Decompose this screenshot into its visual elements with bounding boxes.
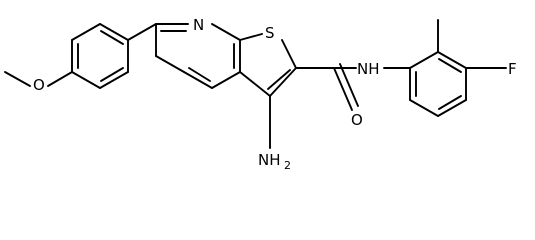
- atom-amino: NH: [258, 151, 281, 169]
- bond-th3-inner: [267, 69, 291, 90]
- atom-labels: O N S NH O F NH 2: [33, 16, 517, 172]
- bond-o-aryl: [47, 71, 73, 87]
- bond-ar3: [99, 23, 129, 41]
- bond-ar6: [71, 71, 101, 89]
- bond-py4: [211, 71, 241, 89]
- bond-py5: [183, 71, 213, 89]
- bond-amide-co1: [333, 67, 353, 111]
- bond-py2: [211, 23, 241, 41]
- bond-ar5: [99, 71, 129, 89]
- bond-lines: [4, 19, 507, 149]
- bond-fr4-inner: [438, 95, 462, 110]
- atom-amide-nh: NH: [357, 60, 380, 78]
- bond-ar5-inner: [100, 67, 124, 82]
- atom-amino-group: NH 2: [258, 151, 291, 172]
- bond-amide-co2: [339, 63, 359, 107]
- bond-th4: [239, 71, 271, 97]
- bond-th2: [281, 39, 297, 69]
- atom-amino-subscript: 2: [284, 159, 291, 172]
- bond-methyl-o: [4, 71, 31, 87]
- bond-ar3-inner: [100, 30, 124, 45]
- bond-fr4: [437, 99, 467, 117]
- atom-fluorine: F: [508, 60, 517, 78]
- atom-thiophene-s: S: [265, 24, 275, 42]
- bond-py5-inner: [188, 67, 211, 82]
- bond-fr2: [437, 51, 467, 69]
- bond-py6: [155, 55, 185, 73]
- molecule-diagram: O N S NH O F NH 2: [4, 16, 517, 172]
- bond-fr1: [409, 51, 439, 69]
- atom-amide-o: O: [351, 111, 363, 129]
- atom-pyridine-n: N: [193, 16, 204, 34]
- atom-methoxy-o: O: [33, 76, 45, 94]
- bond-fr2-inner: [438, 58, 462, 73]
- bond-aryl-pyridine: [127, 23, 157, 41]
- bond-th1: [239, 33, 263, 41]
- bond-th3: [269, 67, 297, 97]
- bond-fr5: [409, 99, 439, 117]
- bond-ar2: [71, 23, 101, 41]
